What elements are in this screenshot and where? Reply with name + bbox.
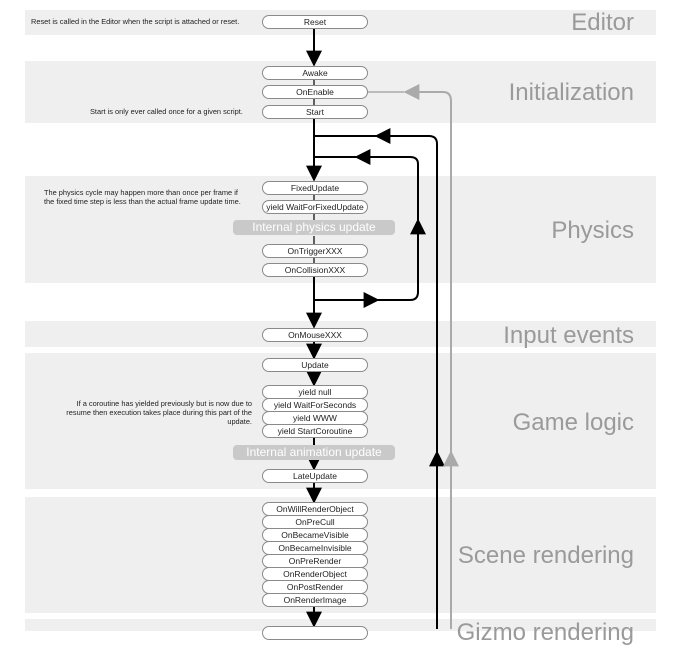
node-on-pre-render: OnPreRender bbox=[262, 554, 368, 568]
node-on-pre-cull: OnPreCull bbox=[262, 515, 368, 529]
node-on-enable: OnEnable bbox=[262, 85, 368, 99]
node-reset: Reset bbox=[262, 15, 368, 29]
node-on-mouse: OnMouseXXX bbox=[262, 328, 368, 342]
note-start: Start is only ever called once for a giv… bbox=[90, 107, 243, 116]
internal-physics-update: Internal physics update bbox=[233, 220, 395, 235]
node-awake: Awake bbox=[262, 66, 368, 80]
node-on-render-image: OnRenderImage bbox=[262, 593, 368, 607]
node-start: Start bbox=[262, 105, 368, 119]
execution-order-diagram: Editor Initialization Physics Input even… bbox=[25, 9, 656, 646]
internal-animation-update: Internal animation update bbox=[233, 445, 395, 460]
node-on-became-invisible: OnBecameInvisible bbox=[262, 541, 368, 555]
note-reset: Reset is called in the Editor when the s… bbox=[31, 17, 240, 26]
node-yield-wait-for-seconds: yield WaitForSeconds bbox=[262, 398, 368, 412]
node-yield-start-coroutine: yield StartCoroutine bbox=[262, 424, 368, 438]
node-late-update: LateUpdate bbox=[262, 469, 368, 483]
node-yield-www: yield WWW bbox=[262, 411, 368, 425]
note-physics: The physics cycle may happen more than o… bbox=[44, 188, 241, 206]
enable-loop-return bbox=[403, 84, 452, 629]
flow-arrows bbox=[306, 28, 459, 629]
frame-loop-return bbox=[374, 128, 438, 629]
section-title-physics: Physics bbox=[551, 217, 634, 244]
section-title-initialization: Initialization bbox=[508, 79, 634, 106]
node-on-will-render-object: OnWillRenderObject bbox=[262, 502, 368, 516]
physics-loop-arrow bbox=[313, 277, 380, 308]
node-on-trigger: OnTriggerXXX bbox=[262, 244, 368, 258]
node-on-post-render: OnPostRender bbox=[262, 580, 368, 594]
section-title-editor: Editor bbox=[571, 9, 634, 36]
section-title-scene-rendering: Scene rendering bbox=[457, 542, 634, 569]
node-update: Update bbox=[262, 358, 368, 372]
node-on-became-visible: OnBecameVisible bbox=[262, 528, 368, 542]
note-coroutine-line-1: If a coroutine has yielded previously bu… bbox=[76, 399, 252, 408]
section-title-game-logic: Game logic bbox=[512, 409, 634, 436]
section-title-input-events: Input events bbox=[503, 322, 634, 349]
node-on-render-object: OnRenderObject bbox=[262, 567, 368, 581]
node-gizmo-partial bbox=[262, 626, 368, 640]
node-yield-wait-for-fixed-update: yield WaitForFixedUpdate bbox=[262, 200, 368, 214]
node-on-collision: OnCollisionXXX bbox=[262, 263, 368, 277]
node-yield-null: yield null bbox=[262, 385, 368, 399]
note-coroutine: If a coroutine has yielded previously bu… bbox=[40, 399, 252, 426]
note-physics-line-1: The physics cycle may happen more than o… bbox=[44, 188, 238, 197]
note-physics-line-2: the fixed time step is less than the act… bbox=[44, 197, 241, 206]
band-gizmo-rendering bbox=[25, 619, 656, 631]
note-coroutine-line-3: update. bbox=[227, 417, 252, 426]
note-coroutine-line-2: resume then execution takes place during… bbox=[66, 408, 252, 417]
node-fixed-update: FixedUpdate bbox=[262, 181, 368, 195]
